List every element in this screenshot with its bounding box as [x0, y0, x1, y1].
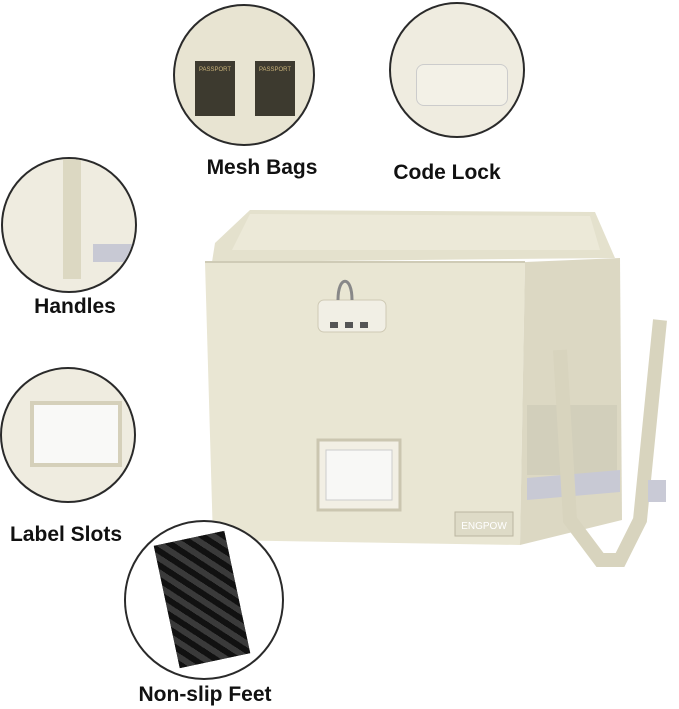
svg-text:ENGPOW: ENGPOW — [461, 521, 507, 532]
lock-icon — [416, 64, 508, 106]
code-lock-closeup-image — [389, 2, 525, 138]
code-lock-label: Code Lock — [393, 161, 501, 184]
non-slip-feet-closeup-image — [124, 520, 284, 680]
mesh-bags-closeup-image: PASSPORT PASSPORT — [173, 4, 315, 146]
label-slots-label: Label Slots — [9, 523, 123, 546]
non-slip-feet-label: Non-slip Feet — [138, 683, 272, 706]
passport-icon: PASSPORT — [195, 61, 235, 116]
handles-closeup-image — [1, 157, 137, 293]
passport-icon: PASSPORT — [255, 61, 295, 116]
label-slots-closeup-image — [0, 367, 136, 503]
handles-label: Handles — [34, 295, 116, 318]
mesh-bags-label: Mesh Bags — [206, 156, 318, 179]
